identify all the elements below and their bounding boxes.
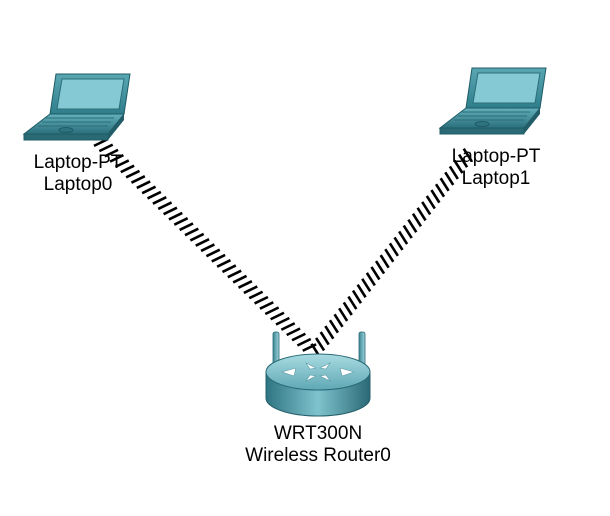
wireless-link-dash bbox=[356, 284, 367, 298]
wireless-link-dash bbox=[379, 254, 390, 269]
wireless-link-dash bbox=[270, 311, 285, 321]
wireless-link-dash bbox=[120, 164, 135, 174]
laptop1-name: Laptop1 bbox=[461, 168, 531, 189]
wireless-link-dash bbox=[109, 153, 124, 163]
laptop-icon bbox=[22, 73, 131, 141]
wireless-link-dash bbox=[333, 313, 344, 328]
wireless-link-dash bbox=[296, 337, 312, 347]
wireless-link-dash bbox=[421, 201, 432, 216]
wireless-link-dash bbox=[205, 248, 221, 258]
wireless-link-dash bbox=[462, 147, 473, 162]
laptop-icon bbox=[438, 67, 547, 135]
wireless-link-laptop1-router0[interactable] bbox=[310, 147, 473, 358]
laptop1-label: Laptop-PT Laptop1 bbox=[436, 146, 556, 190]
wireless-router-icon bbox=[265, 331, 371, 417]
wireless-link-dash bbox=[328, 319, 340, 334]
laptop0-name: Laptop0 bbox=[43, 174, 113, 195]
wireless-link-dash bbox=[434, 183, 446, 198]
wireless-link-dash bbox=[275, 316, 290, 326]
wireless-link-dash bbox=[411, 213, 423, 227]
wireless-link-dash bbox=[351, 289, 363, 304]
wireless-link-dash bbox=[342, 301, 353, 316]
wireless-link-dash bbox=[179, 222, 194, 232]
wireless-link-dash bbox=[104, 148, 119, 158]
wireless-link-dash bbox=[365, 272, 376, 287]
wireless-link-dash bbox=[237, 280, 253, 289]
wireless-link-dash bbox=[221, 264, 237, 274]
wireless-link-dash bbox=[430, 189, 441, 204]
wireless-link-dash bbox=[347, 295, 358, 310]
wireless-link-dash bbox=[173, 217, 189, 226]
wireless-link-dash bbox=[141, 185, 157, 195]
wireless-link-dash bbox=[264, 306, 280, 316]
wireless-link-dash bbox=[448, 165, 459, 180]
wireless-link-dash bbox=[168, 211, 183, 221]
wireless-link-dash bbox=[319, 331, 330, 346]
wireless-link-dash bbox=[114, 159, 130, 169]
wireless-link-dash bbox=[280, 322, 296, 331]
wireless-link-dash bbox=[398, 230, 409, 245]
wireless-link-dash bbox=[189, 232, 205, 242]
wireless-link-dash bbox=[324, 325, 335, 340]
wireless-link-dash bbox=[98, 143, 114, 153]
wireless-link-dash bbox=[146, 190, 162, 200]
wireless-link-dash bbox=[444, 171, 455, 186]
wireless-link-dash bbox=[384, 248, 395, 263]
wireless-link-dash bbox=[216, 259, 232, 268]
wireless-link-dash bbox=[453, 159, 464, 174]
wireless-link-dash bbox=[338, 307, 349, 322]
wireless-link-dash bbox=[407, 218, 418, 233]
laptop0-model: Laptop-PT bbox=[33, 152, 123, 173]
wireless-link-dash bbox=[416, 207, 427, 222]
wireless-link-laptop0-router0[interactable] bbox=[93, 138, 317, 352]
wireless-link-dash bbox=[248, 290, 264, 300]
wireless-link-dash bbox=[259, 301, 274, 310]
wireless-link-dash bbox=[393, 236, 404, 251]
wireless-link-dash bbox=[130, 174, 146, 184]
wireless-link-dash bbox=[243, 285, 258, 295]
wireless-link-dash bbox=[232, 274, 248, 284]
wireless-link-dash bbox=[200, 243, 215, 253]
wireless-link-dash bbox=[315, 337, 326, 352]
wireless-link-dash bbox=[254, 295, 269, 305]
wireless-link-dash bbox=[361, 278, 372, 293]
wireless-link-dash bbox=[157, 201, 173, 211]
wireless-link-dash bbox=[425, 195, 436, 210]
wireless-link-dash bbox=[388, 242, 399, 257]
wireless-link-dash bbox=[152, 196, 167, 205]
wireless-link-dash bbox=[291, 332, 306, 342]
wireless-link-dash bbox=[286, 327, 301, 337]
wireless-link-dash bbox=[136, 180, 151, 190]
wireless-link-dash bbox=[125, 169, 141, 179]
wireless-link-dash bbox=[439, 177, 450, 192]
wireless-link-dash bbox=[211, 253, 226, 263]
wireless-link-dash bbox=[374, 260, 386, 275]
wireless-link-dash bbox=[195, 238, 210, 247]
router0-label: WRT300N Wireless Router0 bbox=[218, 423, 418, 467]
router0-name: Wireless Router0 bbox=[245, 445, 391, 466]
laptop1-device[interactable] bbox=[438, 66, 548, 146]
router0-model: WRT300N bbox=[273, 423, 363, 444]
wireless-link-dash bbox=[227, 269, 242, 279]
laptop0-device[interactable] bbox=[22, 72, 132, 152]
router0-device[interactable] bbox=[262, 330, 374, 422]
laptop1-model: Laptop-PT bbox=[451, 146, 541, 167]
wireless-link-dash bbox=[402, 224, 413, 239]
wireless-link-dash bbox=[184, 227, 199, 237]
laptop0-label: Laptop-PT Laptop0 bbox=[18, 152, 138, 196]
wireless-link-dash bbox=[370, 266, 381, 281]
wireless-link-dash bbox=[458, 153, 469, 168]
wireless-link-dash bbox=[163, 206, 178, 216]
